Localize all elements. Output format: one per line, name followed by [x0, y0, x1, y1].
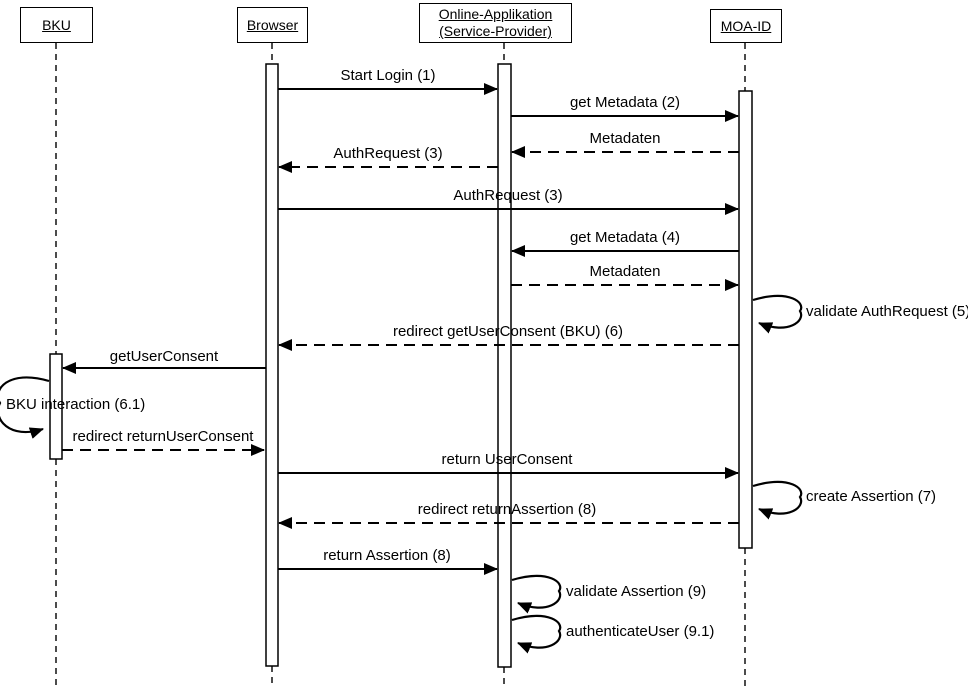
lifelines: [55, 43, 746, 687]
actor-moa-id: MOA-ID: [710, 9, 782, 43]
message-label-get-metadata-4: get Metadata (4): [569, 229, 681, 246]
activation-browser: [265, 63, 279, 667]
message-label-authrequest-3-browser: AuthRequest (3): [333, 145, 443, 162]
message-label-create-assertion-7: create Assertion (7): [806, 488, 937, 505]
selfloop-validate-assertion-9: [511, 574, 562, 614]
message-label-start-login-1: Start Login (1): [340, 67, 436, 84]
selfloop-bku-interaction-6-1: [0, 376, 50, 439]
actor-browser-label: Browser: [246, 16, 299, 33]
message-label-validate-authrequest-5: validate AuthRequest (5): [806, 303, 968, 320]
message-label-authenticateuser-9-1: authenticateUser (9.1): [566, 623, 715, 640]
message-label-bku-interaction-6-1: BKU interaction (6.1): [6, 396, 146, 413]
selfloop-authenticateuser-9-1: [511, 614, 562, 654]
message-label-redirect-getuserconsent-6: redirect getUserConsent (BKU) (6): [392, 323, 624, 340]
message-label-redirect-returnassertion-8: redirect returnAssertion (8): [417, 501, 597, 518]
message-label-getuserconsent: getUserConsent: [109, 348, 219, 365]
message-label-get-metadata-2: get Metadata (2): [569, 94, 681, 111]
selfloop-create-assertion-7: [752, 480, 803, 520]
activation-bars: [49, 63, 753, 668]
message-label-authrequest-3-moa-id: AuthRequest (3): [453, 187, 563, 204]
actor-bku-label: BKU: [42, 16, 71, 33]
activation-moa-id: [738, 90, 753, 549]
message-label-metadaten-4: Metadaten: [589, 263, 661, 280]
actor-online-applikation-label: Online-Applikation (Service-Provider): [438, 6, 553, 39]
activation-online-applikation: [497, 63, 512, 668]
actor-online-applikation: Online-Applikation (Service-Provider): [419, 3, 572, 43]
message-label-validate-assertion-9: validate Assertion (9): [566, 583, 707, 600]
message-label-metadaten-2: Metadaten: [589, 130, 661, 147]
actor-moa-id-label: MOA-ID: [720, 17, 772, 34]
activation-bku: [49, 353, 63, 460]
message-label-redirect-returnuserconsent: redirect returnUserConsent: [72, 428, 254, 445]
message-arrows: [0, 83, 803, 654]
selfloop-validate-authrequest-5: [752, 294, 803, 334]
actor-bku: BKU: [20, 7, 93, 43]
message-label-return-userconsent: return UserConsent: [441, 451, 573, 468]
actor-browser: Browser: [237, 7, 308, 43]
message-label-return-assertion-8: return Assertion (8): [323, 547, 451, 564]
